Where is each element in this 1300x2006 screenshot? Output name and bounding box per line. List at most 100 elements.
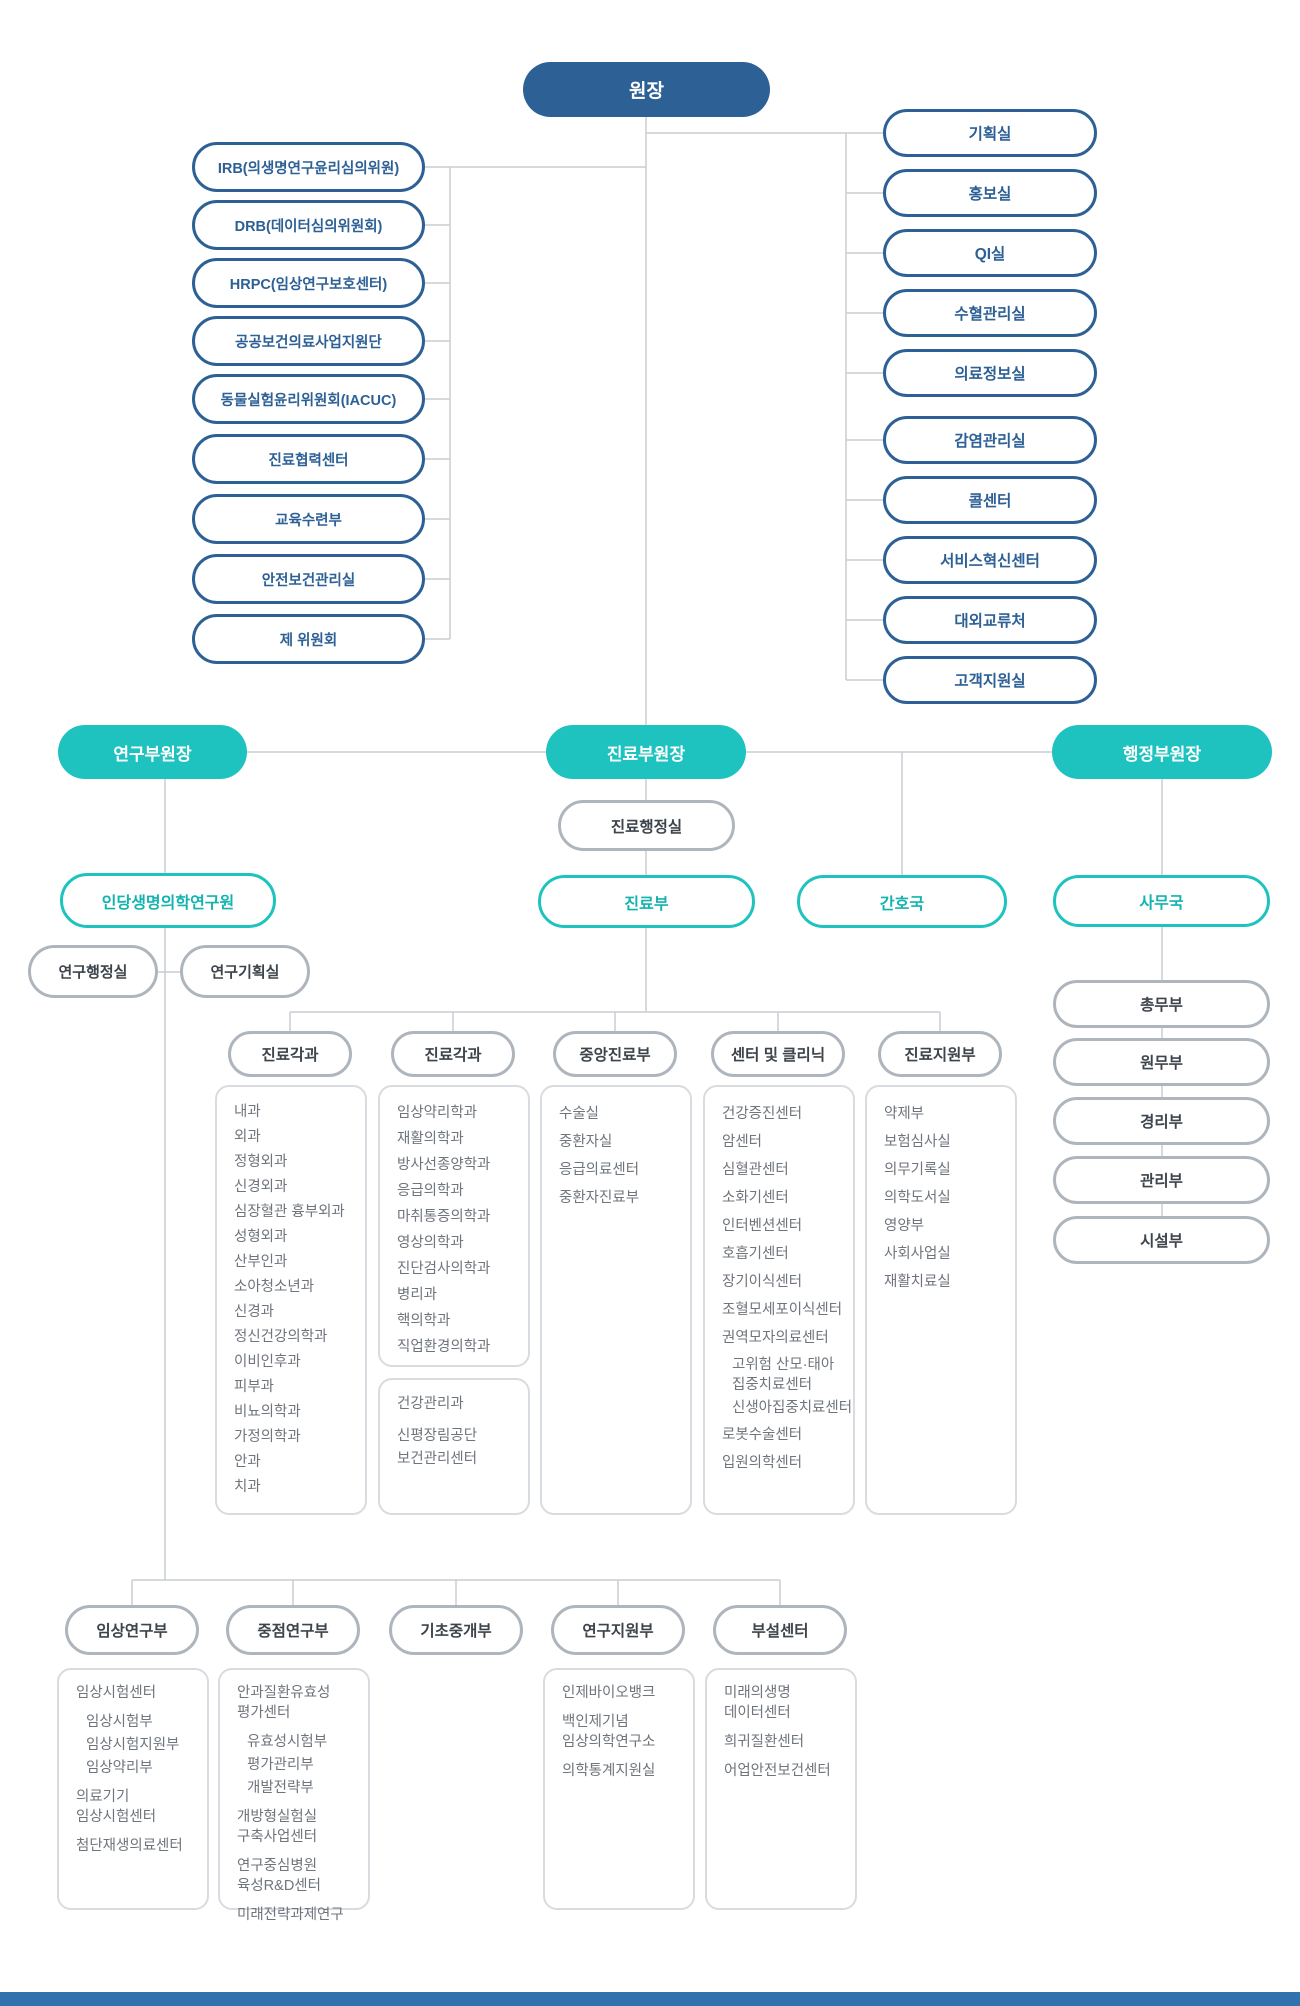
org-list-item: 인터벤션센터: [722, 1218, 803, 1234]
org-list-item: 의학통계지원실: [562, 1763, 656, 1779]
column-header: 진료각과: [228, 1031, 352, 1077]
org-list-item: 안과: [234, 1454, 261, 1470]
column-header: 중점연구부: [226, 1605, 360, 1655]
org-list-item: 수술실: [559, 1106, 600, 1122]
org-list-item: 신생아집중치료센터: [732, 1400, 853, 1416]
org-node-office: 고객지원실: [883, 656, 1097, 704]
org-list-item: 진단검사의학과: [397, 1261, 491, 1277]
org-list-item: 정형외과: [234, 1154, 288, 1170]
org-list-item: 평가관리부: [247, 1757, 314, 1773]
org-list-item: 영양부: [884, 1218, 925, 1234]
org-list-item: 미래전략과제연구: [237, 1907, 344, 1923]
column-header: 진료각과: [391, 1031, 515, 1077]
org-node-office: 수혈관리실: [883, 289, 1097, 337]
org-node-admin-department: 경리부: [1053, 1097, 1270, 1145]
column-header: 진료지원부: [878, 1031, 1002, 1077]
org-list-item: 소화기센터: [722, 1190, 789, 1206]
org-list-item: 이비인후과: [234, 1354, 301, 1370]
org-list-item: 임상시험부: [86, 1714, 153, 1730]
org-node-admin-department: 총무부: [1053, 980, 1270, 1028]
org-node-office: 콜센터: [883, 476, 1097, 524]
footer-bar: [0, 1992, 1300, 2006]
org-list-item: 인제바이오뱅크: [562, 1685, 656, 1701]
org-node-committee: DRB(데이터심의위원회): [192, 200, 425, 250]
org-list-item: 정신건강의학과: [234, 1329, 328, 1345]
org-list-item: 권역모자의료센터: [722, 1330, 829, 1346]
org-list-item: 첨단재생의료센터: [76, 1838, 183, 1854]
org-list-item: 중환자실: [559, 1134, 613, 1150]
org-list-item: 임상시험센터: [76, 1685, 157, 1701]
org-node-vice-director-medical: 진료부원장: [546, 725, 746, 779]
org-list-item: 입원의학센터: [722, 1455, 803, 1471]
org-node-director: 원장: [523, 62, 770, 117]
org-list-item: 희귀질환센터: [724, 1734, 805, 1750]
org-list-item: 심장혈관 흉부외과: [234, 1204, 345, 1220]
org-list-item: 약제부: [884, 1106, 925, 1122]
org-list-item: 사회사업실: [884, 1246, 951, 1262]
org-list-item: 병리과: [397, 1287, 438, 1303]
org-list-item: 영상의학과: [397, 1235, 464, 1251]
org-list-item: 소아청소년과: [234, 1279, 315, 1295]
org-node-committee: 진료협력센터: [192, 434, 425, 484]
org-node-research-institute: 인당생명의학연구원: [60, 873, 276, 928]
org-node-office: 기획실: [883, 109, 1097, 157]
org-list-item: 개발전략부: [247, 1780, 314, 1796]
org-list-item: 암센터: [722, 1134, 763, 1150]
org-list-item: 직업환경의학과: [397, 1339, 491, 1355]
org-list-item: 재활의학과: [397, 1131, 464, 1147]
org-list-item: 핵의학과: [397, 1313, 451, 1329]
org-node-office: 홍보실: [883, 169, 1097, 217]
org-list-item: 심혈관센터: [722, 1162, 789, 1178]
org-node-nursing-bureau: 간호국: [797, 875, 1007, 928]
org-node-office: 감염관리실: [883, 416, 1097, 464]
org-list-item: 응급의학과: [397, 1183, 464, 1199]
org-list-item: 내과: [234, 1104, 261, 1120]
org-list-item: 방사선종양학과: [397, 1157, 491, 1173]
org-node-admin-department: 원무부: [1053, 1038, 1270, 1086]
column-header: 부설센터: [713, 1605, 847, 1655]
org-node-committee: 제 위원회: [192, 614, 425, 664]
org-list-item: 가정의학과: [234, 1429, 301, 1445]
org-list-item: 어업안전보건센터: [724, 1763, 831, 1779]
org-node-vice-director-research: 연구부원장: [58, 725, 247, 779]
org-list-item: 산부인과: [234, 1254, 288, 1270]
org-list-item: 임상약리부: [86, 1760, 153, 1776]
org-list-item: 성형외과: [234, 1229, 288, 1245]
org-node-committee: HRPC(임상연구보호센터): [192, 258, 425, 308]
org-list-item: 재활치료실: [884, 1274, 951, 1290]
org-list-item: 마취통증의학과: [397, 1209, 491, 1225]
column-header: 센터 및 클리닉: [711, 1031, 845, 1077]
org-node-office: 의료정보실: [883, 349, 1097, 397]
column-header: 중앙진료부: [553, 1031, 677, 1077]
org-list-item: 건강증진센터: [722, 1106, 803, 1122]
org-node-admin-department: 시설부: [1053, 1216, 1270, 1264]
org-list-item: 비뇨의학과: [234, 1404, 301, 1420]
org-node-admin-bureau: 사무국: [1053, 875, 1270, 927]
org-node-office: 대외교류처: [883, 596, 1097, 644]
org-list-item: 보험심사실: [884, 1134, 951, 1150]
org-list-item: 로봇수술센터: [722, 1427, 803, 1443]
org-node-medical-bureau: 진료부: [538, 875, 755, 928]
org-node-office: 서비스혁신센터: [883, 536, 1097, 584]
org-list-item: 임상약리학과: [397, 1105, 478, 1121]
org-node-committee: 안전보건관리실: [192, 554, 425, 604]
org-node-office: QI실: [883, 229, 1097, 277]
org-list-item: 신경과: [234, 1304, 275, 1320]
org-list-item: 조혈모세포이식센터: [722, 1302, 843, 1318]
org-list-item: 외과: [234, 1129, 261, 1145]
